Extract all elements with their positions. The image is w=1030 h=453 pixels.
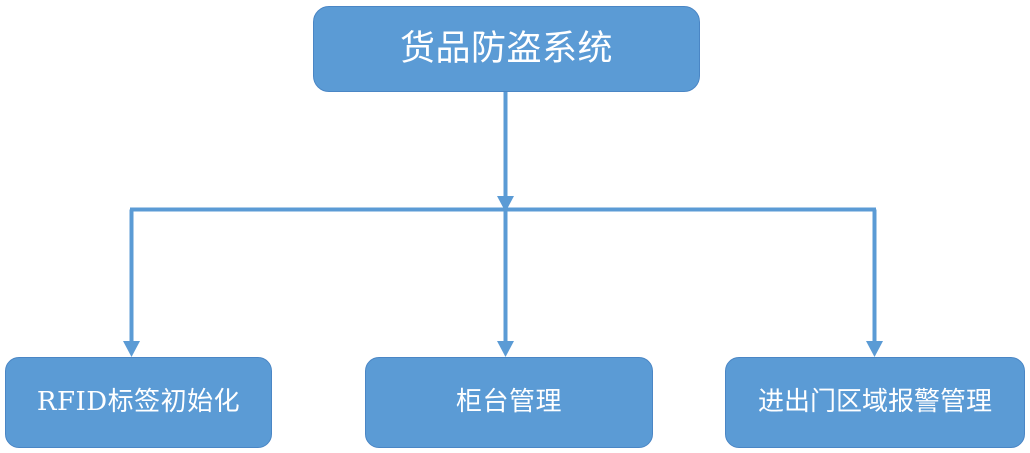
connector-bus-to-gate-alarm xyxy=(866,209,883,357)
node-counter-management-label: 柜台管理 xyxy=(455,387,562,418)
node-root-label: 货品防盗系统 xyxy=(399,28,613,69)
arrow-down-icon-left xyxy=(123,341,140,357)
connector-bus-to-rfid-init xyxy=(123,209,140,357)
arrow-down-icon-right xyxy=(866,341,883,357)
node-counter-management[interactable]: 柜台管理 xyxy=(365,357,653,448)
node-root-system[interactable]: 货品防盗系统 xyxy=(313,6,700,92)
connector-root-to-bus xyxy=(497,92,514,212)
node-gate-area-alarm-management-label: 进出门区域报警管理 xyxy=(757,387,992,418)
arrow-down-icon-root xyxy=(497,196,514,212)
arrow-down-icon-middle xyxy=(497,341,514,357)
node-rfid-tag-initialization[interactable]: RFID标签初始化 xyxy=(5,357,272,448)
node-gate-area-alarm-management[interactable]: 进出门区域报警管理 xyxy=(725,357,1025,448)
node-rfid-tag-initialization-label: RFID标签初始化 xyxy=(36,387,241,418)
connector-bus-to-counter-mgmt xyxy=(497,209,514,357)
